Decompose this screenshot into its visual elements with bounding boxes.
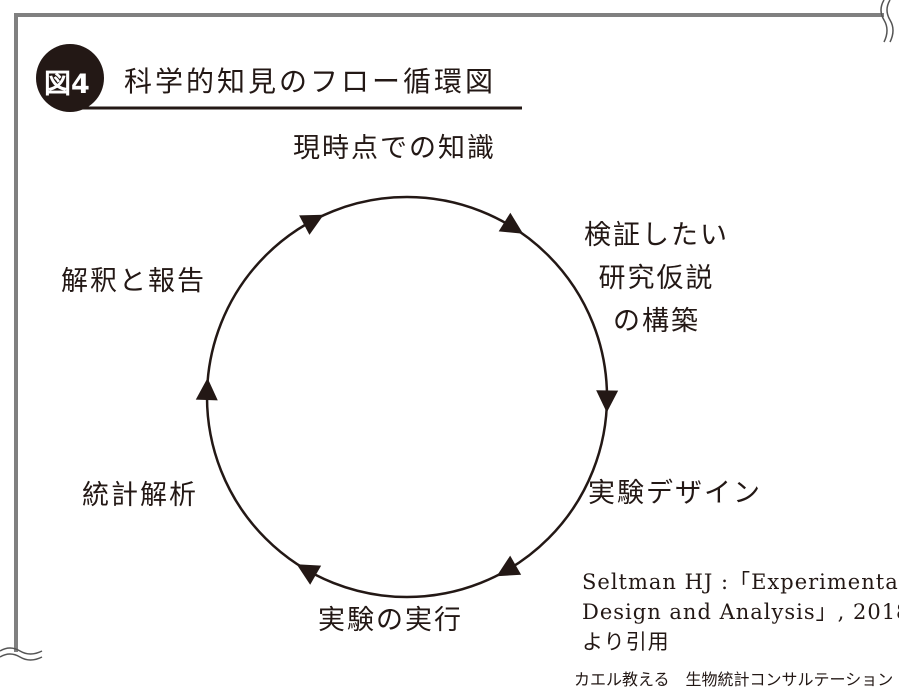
step-hypothesis: 検証したい 研究仮説 の構築 xyxy=(584,214,729,343)
figure-title: 科学的知見のフロー循環図 xyxy=(124,65,497,98)
citation-line1: Seltman HJ :「Experimental xyxy=(582,570,899,594)
step-current-knowledge: 現時点での知識 xyxy=(293,133,496,164)
break-mark-top xyxy=(880,0,894,43)
cycle-arrowhead xyxy=(498,212,524,234)
citation-line3: より引用 xyxy=(582,630,670,654)
cycle-arrowhead xyxy=(296,564,322,585)
step-hypothesis-line2: 研究仮説 xyxy=(598,263,715,294)
cycle-arrowhead xyxy=(596,390,619,413)
cycle-arrowhead xyxy=(299,214,324,235)
break-mark-bottom xyxy=(0,647,43,661)
step-hypothesis-line3: の構築 xyxy=(613,306,700,337)
badge-circle xyxy=(36,44,104,112)
step-run-experiment: 実験の実行 xyxy=(318,605,463,636)
step-experimental-design: 実験デザイン xyxy=(588,478,762,509)
step-hypothesis-line1: 検証したい xyxy=(584,220,729,251)
figure-badge: 図4 xyxy=(44,69,90,100)
cycle-circle xyxy=(205,195,609,599)
credit: カエル教える 生物統計コンサルテーション xyxy=(574,670,894,689)
citation: Seltman HJ :「Experimental Design and Ana… xyxy=(582,567,899,657)
citation-line2: Design and Analysis」, 2018 xyxy=(582,600,899,624)
cycle-arrowhead xyxy=(496,555,522,577)
step-statistical-analysis: 統計解析 xyxy=(82,480,198,511)
frame xyxy=(0,0,894,661)
step-interpretation-report: 解釈と報告 xyxy=(61,266,206,297)
cycle-arrowhead xyxy=(195,378,218,401)
